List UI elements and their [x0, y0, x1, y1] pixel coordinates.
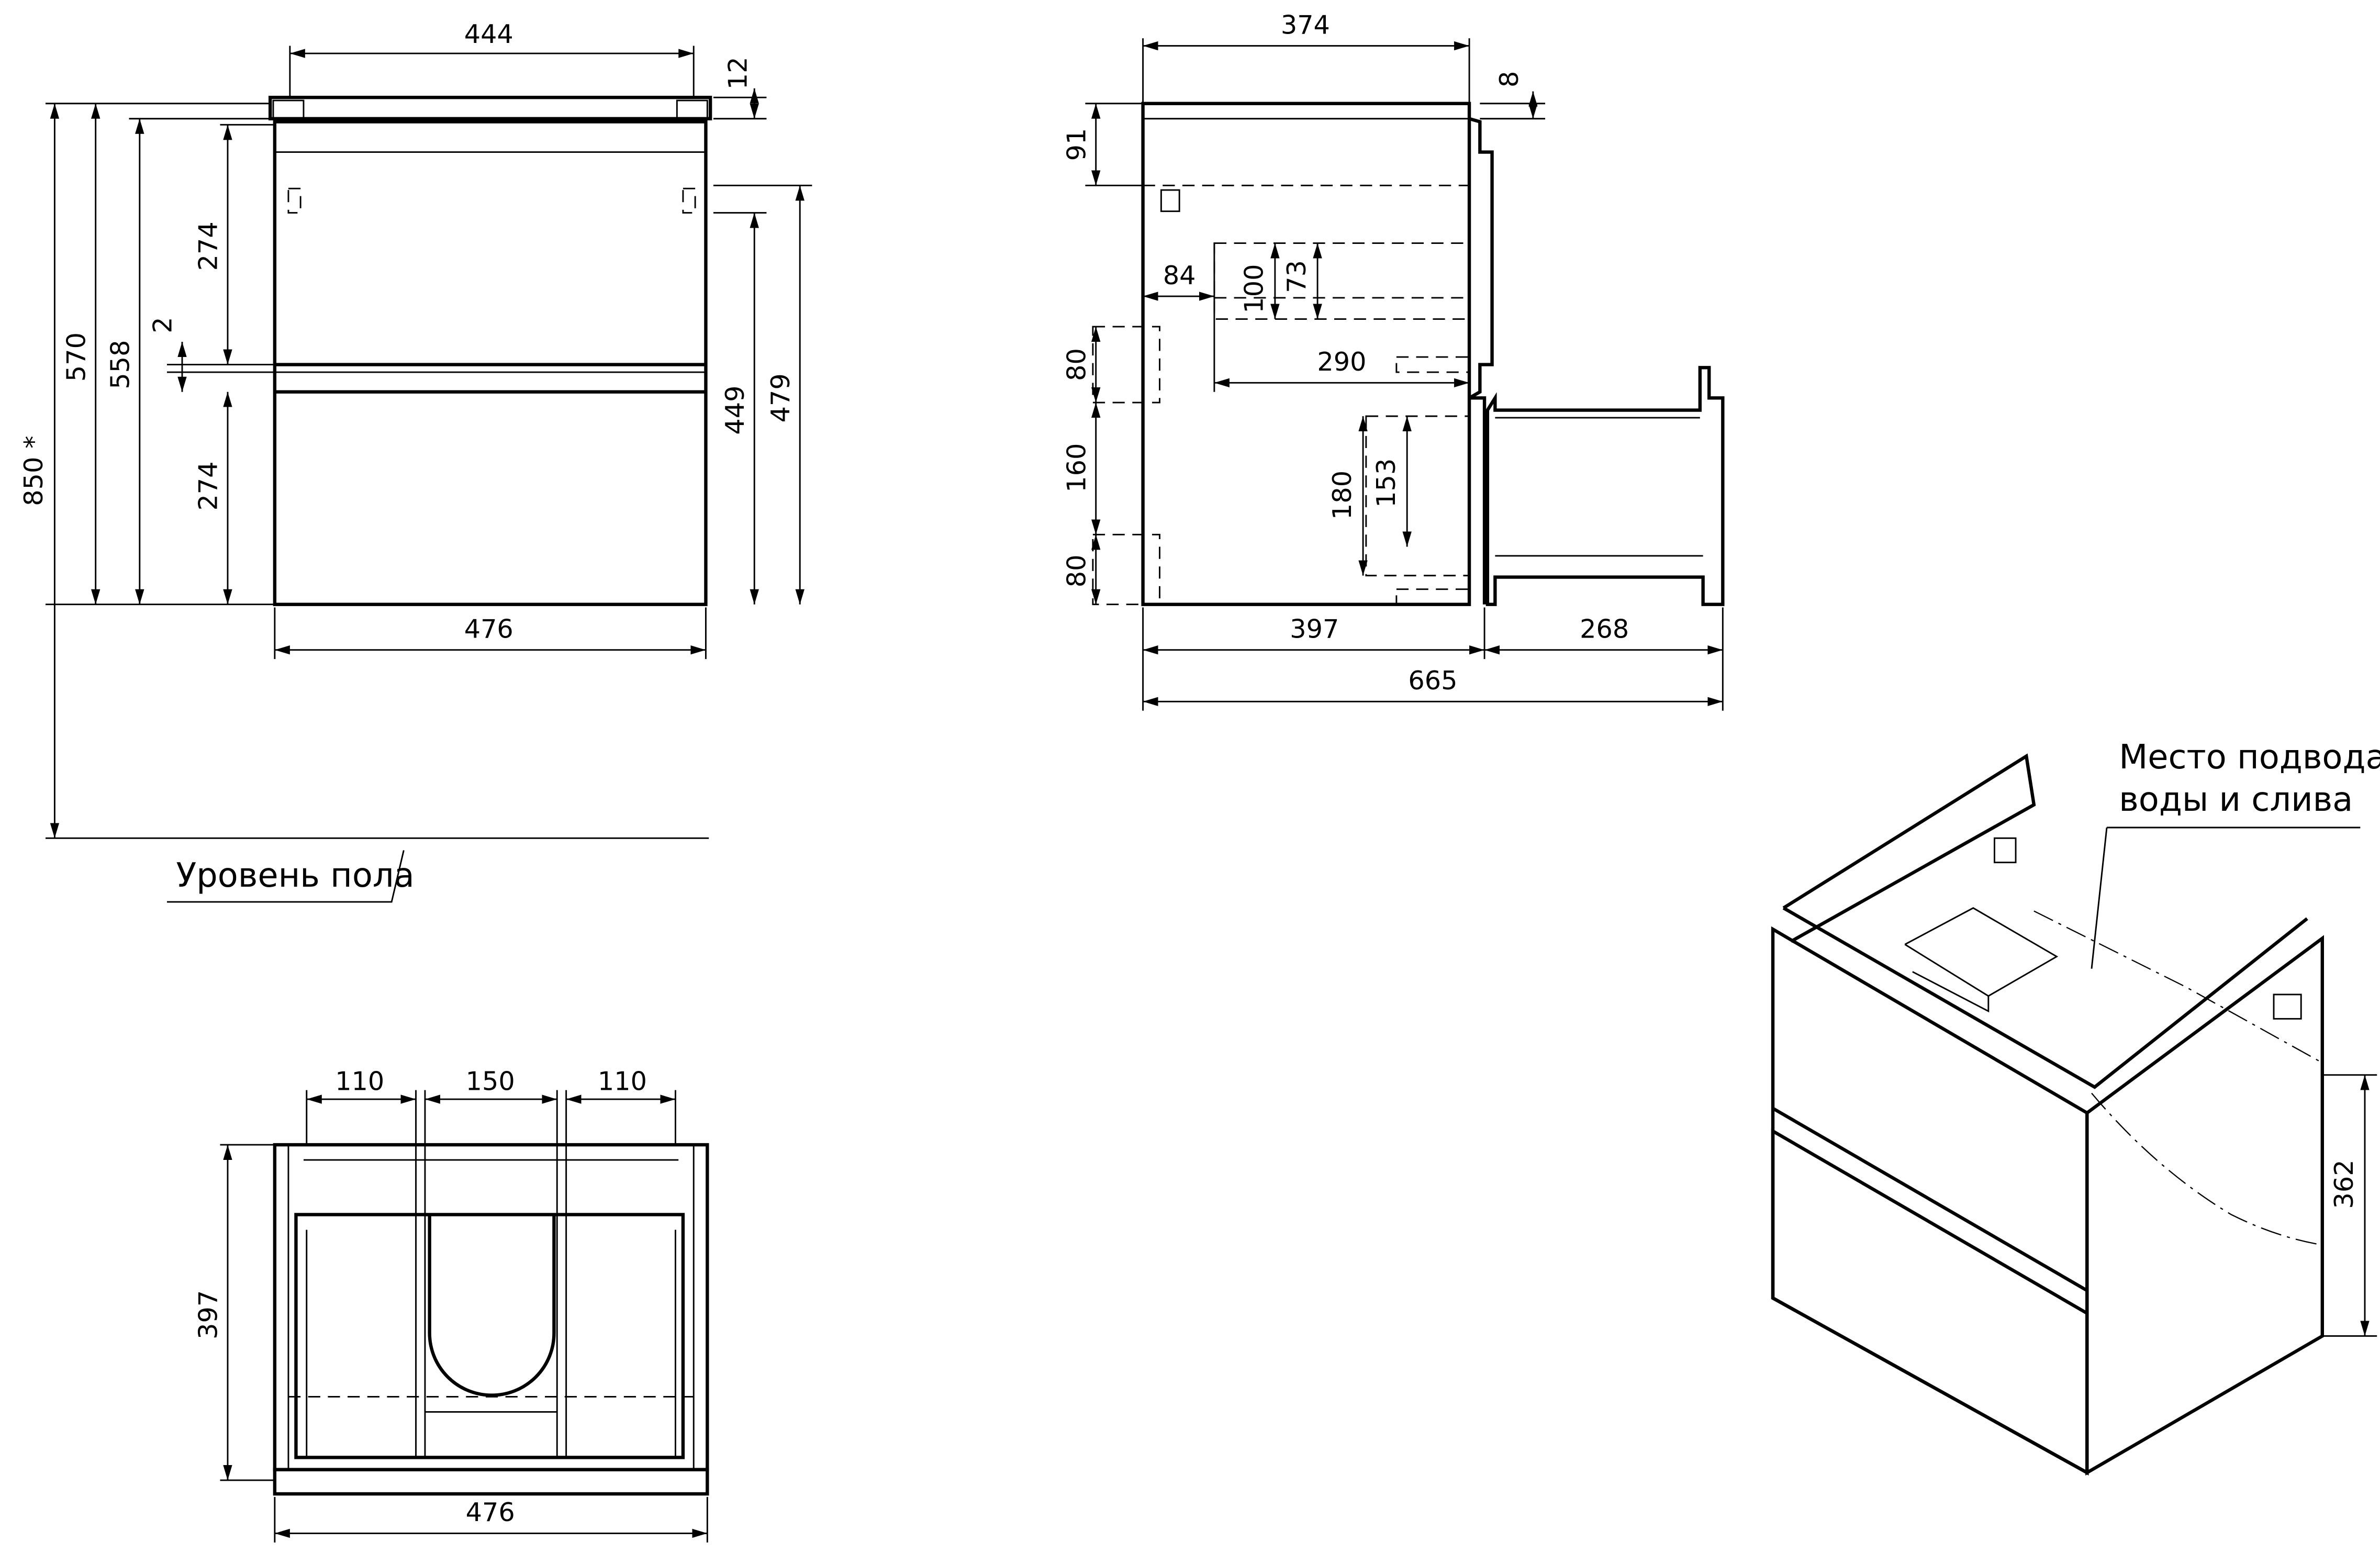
- dim-73: 73: [1281, 260, 1312, 293]
- dim-268: 268: [1580, 614, 1629, 644]
- callout-water-supply-line1: Место подвода: [2119, 738, 2380, 777]
- dim-476-top: 476: [466, 1497, 515, 1527]
- side-view: [1092, 102, 1725, 606]
- iso-view-labels: Место подвода воды и слива 362: [2119, 738, 2380, 1209]
- dim-476: 476: [464, 614, 513, 644]
- dim-479: 479: [765, 373, 796, 422]
- dim-110-right: 110: [598, 1066, 647, 1097]
- dim-274-upper: 274: [193, 221, 224, 271]
- top-view-dimensions: 110 150 110 397 476: [193, 1066, 647, 1528]
- dim-84: 84: [1163, 260, 1196, 291]
- front-view-dimensions: 444 12 570 558 850 * 274 2 274 449 479 4…: [18, 19, 796, 895]
- dim-449: 449: [720, 385, 750, 434]
- dim-100: 100: [1239, 264, 1269, 314]
- dim-397: 397: [1290, 614, 1339, 644]
- side-view-dimensions: 374 8 91 84 100 73 290 80 160 80 180 153…: [1061, 9, 1629, 696]
- dim-110-left: 110: [335, 1066, 384, 1097]
- dim-80-lower: 80: [1061, 555, 1091, 588]
- dim-153: 153: [1371, 459, 1401, 508]
- dim-290: 290: [1317, 347, 1366, 377]
- dim-91: 91: [1061, 128, 1091, 161]
- callout-water-supply-line2: воды и слива: [2119, 780, 2353, 819]
- dim-665: 665: [1408, 665, 1457, 696]
- front-view: [45, 95, 712, 903]
- dim-2: 2: [148, 317, 178, 333]
- dim-362: 362: [2329, 1159, 2359, 1209]
- dim-558: 558: [105, 340, 135, 389]
- dim-444: 444: [464, 19, 513, 49]
- dim-180: 180: [1327, 471, 1357, 520]
- dim-8: 8: [1494, 71, 1524, 87]
- dimension-lines: [45, 38, 2377, 1543]
- dim-397-top: 397: [193, 1290, 224, 1339]
- top-view: [273, 1143, 709, 1496]
- dim-12: 12: [723, 57, 753, 90]
- isometric-view: [1771, 753, 2361, 1476]
- dim-150: 150: [466, 1066, 515, 1097]
- dim-374: 374: [1281, 9, 1330, 40]
- dim-570: 570: [61, 332, 91, 382]
- dim-274-lower: 274: [193, 461, 224, 510]
- dim-850: 850 *: [18, 435, 49, 506]
- floor-level-label: Уровень пола: [176, 856, 414, 895]
- dim-160: 160: [1061, 443, 1091, 493]
- dim-80-upper: 80: [1061, 348, 1091, 381]
